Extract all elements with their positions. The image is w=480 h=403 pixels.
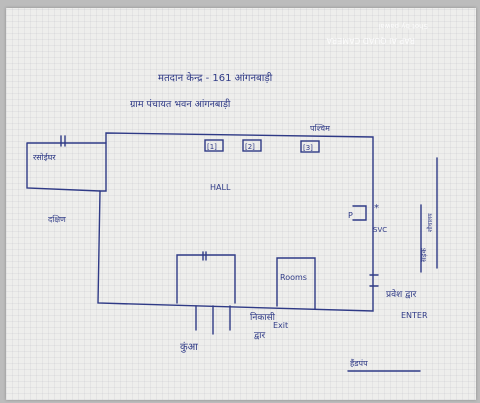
dwar-label: द्वार: [254, 331, 266, 341]
window-3: [300, 140, 320, 153]
star-mark-icon: *: [374, 203, 379, 214]
p-box: [352, 205, 367, 221]
window-3-label: [3]: [303, 144, 313, 152]
road-lines: [420, 157, 438, 273]
road-label: सड़क: [420, 248, 428, 262]
exit-lines: [195, 305, 231, 335]
side-mark-label: SVC: [373, 226, 387, 234]
inner-room-door-mark: [202, 251, 207, 261]
rooms-outline: [276, 257, 316, 310]
paper-sheet: [6, 8, 476, 400]
kua-label: कुंआ: [180, 341, 199, 353]
title-line1: मतदान केन्द्र - 161 आंगनबाड़ी: [158, 72, 273, 84]
kitchen-door-mark: [60, 135, 66, 147]
pravesh-dwar-label: प्रवेश द्वार: [386, 288, 417, 300]
kitchen-label: रसोईघर: [33, 152, 56, 162]
watermark-line1: Shot by pawal: [378, 22, 428, 30]
enter-label: ENTER: [401, 311, 428, 320]
entrance-gate-mark: [369, 274, 379, 287]
hall-outline: [97, 132, 374, 312]
handpump-label: हैंडपंप: [350, 358, 368, 368]
hall-label: HALL: [210, 183, 231, 192]
kitchen-outline: [26, 142, 107, 192]
inner-room-outline: [176, 254, 236, 304]
window-2-label: [2]: [245, 143, 255, 151]
watermark-line2: RAP AI QUAD CAMERA: [326, 36, 415, 45]
window-1: [204, 139, 224, 152]
dakshin-label: दक्षिण: [48, 214, 66, 224]
p-mark: P: [348, 211, 353, 220]
rooms-label: Rooms: [280, 273, 307, 282]
title-line2: ग्राम पंचायत भवन आंगनबाड़ी: [130, 98, 231, 110]
toilet-label: शौचालय: [426, 213, 434, 232]
nikasi-label: निकासी: [250, 311, 276, 323]
paschim-label: पश्चिम: [310, 123, 330, 133]
window-2: [242, 139, 262, 152]
exit-label: Exit: [273, 321, 288, 330]
window-1-label: [1]: [207, 143, 217, 151]
